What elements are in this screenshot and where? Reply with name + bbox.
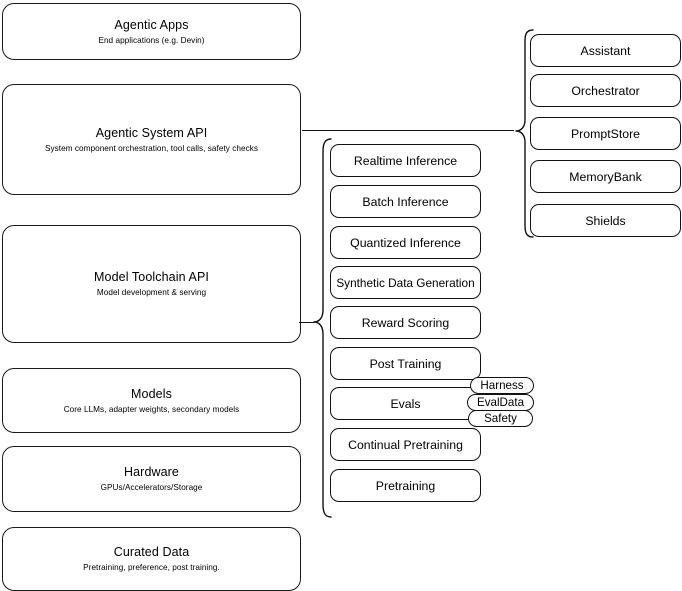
layer-title: Models [131, 386, 172, 401]
layer-title: Curated Data [113, 545, 190, 559]
layer-box-model-toolchain-api[interactable]: Model Toolchain API Model development & … [2, 225, 301, 343]
layer-subtitle: GPUs/Accelerators/Storage [100, 483, 203, 492]
agentic-component-box-shields[interactable]: Shields [530, 204, 681, 237]
layer-subtitle: Core LLMs, adapter weights, secondary mo… [63, 404, 240, 414]
layer-subtitle: Model development & serving [96, 288, 207, 297]
connector-toolchain-brace-tip [299, 322, 315, 323]
toolchain-box-continual-pretraining[interactable]: Continual Pretraining [330, 428, 481, 461]
evals-pill-safety[interactable]: Safety [468, 410, 533, 427]
layer-subtitle: Pretraining, preference, post training. [83, 563, 220, 572]
layer-title: Model Toolchain API [94, 270, 209, 284]
toolchain-box-quantized-inference[interactable]: Quantized Inference [330, 226, 481, 259]
layer-subtitle: End applications (e.g. Devin) [98, 35, 205, 45]
evals-pill-harness[interactable]: Harness [470, 377, 534, 394]
layer-title: Hardware [124, 465, 179, 479]
evals-pill-evaldata[interactable]: EvalData [467, 394, 534, 411]
agentic-component-box-promptstore[interactable]: PromptStore [530, 117, 681, 150]
layer-box-hardware[interactable]: Hardware GPUs/Accelerators/Storage [2, 446, 301, 512]
layer-box-models[interactable]: Models Core LLMs, adapter weights, secon… [2, 368, 301, 433]
layer-box-agentic-apps[interactable]: Agentic Apps End applications (e.g. Devi… [2, 3, 301, 60]
toolchain-box-pretraining[interactable]: Pretraining [330, 469, 481, 502]
agentic-component-box-orchestrator[interactable]: Orchestrator [530, 74, 681, 107]
toolchain-box-post-training[interactable]: Post Training [330, 347, 481, 380]
toolchain-box-synthetic-data-generation[interactable]: Synthetic Data Generation [330, 266, 481, 299]
layer-title: Agentic Apps [114, 17, 189, 32]
toolchain-box-reward-scoring[interactable]: Reward Scoring [330, 306, 481, 339]
layer-subtitle: System component orchestration, tool cal… [44, 143, 259, 153]
connector-agentic-system-to-components [302, 130, 514, 131]
layer-box-agentic-system-api[interactable]: Agentic System API System component orch… [2, 84, 301, 195]
layer-box-curated-data[interactable]: Curated Data Pretraining, preference, po… [2, 527, 301, 591]
toolchain-box-realtime-inference[interactable]: Realtime Inference [330, 144, 481, 177]
agentic-component-box-memorybank[interactable]: MemoryBank [530, 160, 681, 193]
toolchain-box-evals[interactable]: Evals [330, 387, 481, 420]
agentic-component-box-assistant[interactable]: Assistant [530, 34, 681, 67]
toolchain-box-batch-inference[interactable]: Batch Inference [330, 185, 481, 218]
layer-title: Agentic System API [95, 125, 208, 140]
brace-toolchain-components [306, 136, 332, 520]
